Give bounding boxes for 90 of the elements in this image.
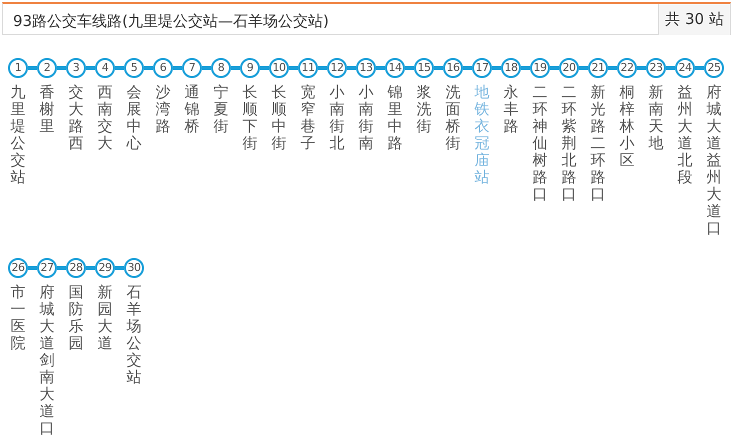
stop-circle: 27 xyxy=(37,258,57,278)
stop-circle: 28 xyxy=(66,258,86,278)
route-line xyxy=(695,66,704,70)
stop-name: 市一医院 xyxy=(10,284,26,352)
route-line xyxy=(231,66,240,70)
stop-circle: 3 xyxy=(66,58,86,78)
stop-name: 锦里中路 xyxy=(386,84,404,152)
stop-circle: 2 xyxy=(37,58,57,78)
stop-name: 国防乐园 xyxy=(68,284,84,352)
stop-name: 九里堤公交站 xyxy=(10,84,26,186)
route-line xyxy=(579,66,588,70)
route-line xyxy=(57,266,66,270)
stop-circle: 11 xyxy=(298,58,318,78)
route-line xyxy=(202,66,211,70)
stop-name: 二环紫荆北路口 xyxy=(560,84,578,203)
stop-circle: 19 xyxy=(530,58,550,78)
stop-name: 新园大道 xyxy=(96,284,114,352)
route-line xyxy=(550,66,559,70)
stop-name: 长顺中街 xyxy=(270,84,288,152)
stop-circle: 17 xyxy=(472,58,492,78)
route-line xyxy=(115,66,124,70)
stop-name: 府城大道剑南大道口 xyxy=(38,284,56,437)
stop-circle: 23 xyxy=(646,58,666,78)
route-line xyxy=(347,66,356,70)
route-line xyxy=(144,66,153,70)
stop-name: 宽窄巷子 xyxy=(300,84,316,152)
stop-name: 交大路西 xyxy=(68,84,84,152)
stop-circle: 14 xyxy=(385,58,405,78)
stop-circle: 6 xyxy=(153,58,173,78)
stop-name: 石羊场公交站 xyxy=(126,284,142,386)
stop-circle: 8 xyxy=(211,58,231,78)
route-line xyxy=(666,66,675,70)
stop-name: 二环神仙树路口 xyxy=(532,84,548,203)
stop-name: 香榭里 xyxy=(38,84,56,135)
route-line xyxy=(463,66,472,70)
stop-circle: 5 xyxy=(124,58,144,78)
stop-circle: 7 xyxy=(182,58,202,78)
stop-name: 益州大道北段 xyxy=(676,84,694,186)
stop-circle: 30 xyxy=(124,258,144,278)
stop-name: 地铁衣冠庙站 xyxy=(474,84,490,186)
stop-name: 府城大道益州大道口 xyxy=(706,84,722,237)
stop-name: 浆洗街 xyxy=(416,84,432,135)
stop-circle: 10 xyxy=(269,58,289,78)
stop-circle: 29 xyxy=(95,258,115,278)
route-line xyxy=(637,66,646,70)
stop-name: 沙湾路 xyxy=(154,84,172,135)
stop-name: 新南天地 xyxy=(648,84,664,152)
route-line xyxy=(57,66,66,70)
stop-count: 共 30 站 xyxy=(658,4,730,35)
stop-name: 会展中心 xyxy=(126,84,142,152)
route-line xyxy=(521,66,530,70)
stop-circle: 1 xyxy=(8,58,28,78)
route-line xyxy=(173,66,182,70)
stop-name: 通锦桥 xyxy=(184,84,200,135)
route-line xyxy=(405,66,414,70)
stop-circle: 20 xyxy=(559,58,579,78)
route-line xyxy=(434,66,443,70)
route-line xyxy=(115,266,124,270)
stop-circle: 25 xyxy=(704,58,724,78)
route-line xyxy=(86,266,95,270)
route-line xyxy=(260,66,269,70)
stop-circle: 22 xyxy=(617,58,637,78)
stop-circle: 26 xyxy=(8,258,28,278)
stop-name: 长顺下街 xyxy=(242,84,258,152)
stop-circle: 15 xyxy=(414,58,434,78)
stop-circle: 9 xyxy=(240,58,260,78)
route-line xyxy=(318,66,327,70)
route-line xyxy=(28,66,37,70)
stop-name: 永丰路 xyxy=(502,84,520,135)
stop-name: 小南街北 xyxy=(328,84,346,152)
stop-name: 西南交大 xyxy=(96,84,114,152)
route-line xyxy=(28,266,37,270)
stop-circle: 24 xyxy=(675,58,695,78)
stop-name: 小南街南 xyxy=(358,84,374,152)
stop-name: 桐梓林小区 xyxy=(618,84,636,169)
stop-name: 新光路二环路口 xyxy=(590,84,606,203)
stop-name: 洗面桥街 xyxy=(444,84,462,152)
stop-circle: 16 xyxy=(443,58,463,78)
stop-circle: 18 xyxy=(501,58,521,78)
route-line xyxy=(492,66,501,70)
stop-circle: 4 xyxy=(95,58,115,78)
stop-circle: 12 xyxy=(327,58,347,78)
route-line xyxy=(608,66,617,70)
route-line xyxy=(376,66,385,70)
stop-circle: 21 xyxy=(588,58,608,78)
stop-name: 宁夏街 xyxy=(212,84,230,135)
route-line xyxy=(289,66,298,70)
stop-circle: 13 xyxy=(356,58,376,78)
route-line xyxy=(86,66,95,70)
route-title: 93路公交车线路(九里堤公交站—石羊场公交站) xyxy=(13,11,329,31)
